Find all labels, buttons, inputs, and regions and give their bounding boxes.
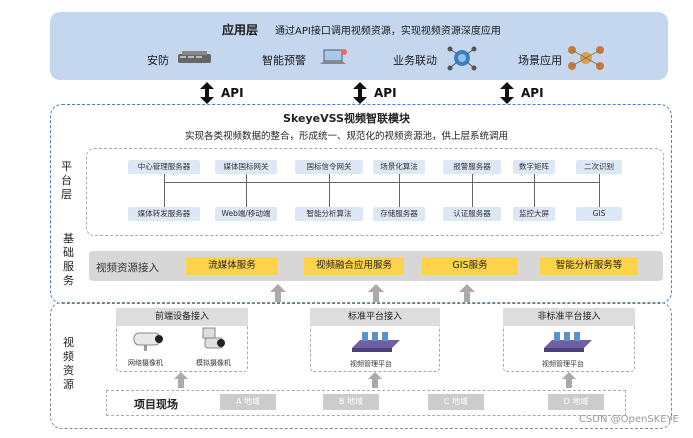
streaming-service: 流媒体服务 <box>186 257 278 275</box>
application-layer-description: 通过API接口调用视频资源，实现视频资源深度应用 <box>275 26 501 37</box>
video-fusion-service: 视频融合应用服务 <box>304 257 404 275</box>
video-platform-icon <box>352 332 400 352</box>
network-camera-label: 网络摄像机 <box>128 359 163 367</box>
platform-node-bottom: 智能分析算法 <box>295 207 363 221</box>
up-arrow-icon <box>459 284 475 302</box>
platform-connector-line <box>246 174 247 207</box>
platform-node-bottom: 监控大屏 <box>513 207 555 221</box>
video-resource-frame <box>50 302 672 429</box>
api-arrow-icon <box>500 82 514 104</box>
region-b: B 地域 <box>323 394 379 410</box>
region-c: C 地域 <box>428 394 484 410</box>
app-item-linkage: 业务联动 <box>393 54 437 67</box>
api-arrow-icon <box>200 82 214 104</box>
nonstandard-platform-title: 非标准平台接入 <box>503 308 635 326</box>
security-device-icon <box>178 51 211 63</box>
analog-camera-label: 模拟摄像机 <box>196 359 231 367</box>
alert-laptop-icon <box>320 49 347 64</box>
linkage-globe-icon <box>447 46 477 71</box>
application-layer <box>50 12 668 80</box>
region-d: D 地域 <box>548 394 604 410</box>
platform-bus-line <box>164 182 600 183</box>
watermark: CSDN @OpenSKEYE <box>578 414 679 425</box>
vss-module-description: 实现各类视频数据的整合，形成统一、规范化的视频资源池，供上层系统调用 <box>184 131 508 142</box>
vss-module-title: SkeyeVSS视频智联模块 <box>283 112 410 125</box>
platform-node-bottom: 存储服务器 <box>373 207 425 221</box>
platform-connector-line <box>472 174 473 207</box>
api-label: API <box>374 86 397 100</box>
api-label: API <box>521 86 544 100</box>
platform-connector-line <box>534 174 535 207</box>
up-arrow-icon <box>562 372 576 388</box>
vss-module-frame <box>50 104 672 304</box>
api-arrow-icon <box>353 82 367 104</box>
api-label: API <box>221 86 244 100</box>
analog-camera-icon <box>202 327 225 349</box>
up-arrow-icon <box>368 372 382 388</box>
app-item-scenario: 场景应用 <box>518 54 562 67</box>
platform-connector-line <box>399 174 400 207</box>
platform-node-top: 二次识别 <box>576 160 622 174</box>
platform-node-top: 媒体国标网关 <box>215 160 277 174</box>
app-item-security: 安防 <box>147 54 169 67</box>
video-resource-access-label: 视频资源接入 <box>96 262 159 274</box>
smart-analysis-service: 智能分析服务等 <box>540 257 638 275</box>
video-platform-icon <box>544 332 592 352</box>
base-service-label: 基础服务 <box>63 232 74 287</box>
up-arrow-icon <box>368 284 384 302</box>
platform-node-top: 数字矩阵 <box>513 160 555 174</box>
platform-layer-frame <box>86 148 664 236</box>
platform-node-top: 场景化算法 <box>373 160 425 174</box>
platform-connector-line <box>599 174 600 207</box>
up-arrow-icon <box>270 284 286 302</box>
standard-platform-title: 标准平台接入 <box>310 308 440 326</box>
region-a: A 地域 <box>220 394 276 410</box>
standard-platform-device: 视频管理平台 <box>350 360 392 368</box>
app-item-alert: 智能预警 <box>262 54 306 67</box>
platform-node-top: 报警服务器 <box>443 160 501 174</box>
project-site-label: 项目现场 <box>134 398 178 411</box>
front-device-title: 前端设备接入 <box>116 308 248 326</box>
up-arrow-icon <box>174 372 188 388</box>
platform-node-bottom: GIS <box>576 207 622 221</box>
scenario-network-icon <box>568 46 604 70</box>
platform-connector-line <box>164 174 165 207</box>
platform-layer-label: 平台层 <box>61 160 72 201</box>
platform-node-bottom: 认证服务器 <box>443 207 501 221</box>
platform-connector-line <box>329 174 330 207</box>
platform-node-top: 中心管理服务器 <box>128 160 200 174</box>
platform-node-bottom: Web端/移动端 <box>215 207 277 221</box>
project-site-frame <box>106 390 626 416</box>
platform-node-top: 国标信令网关 <box>295 160 363 174</box>
application-layer-title: 应用层 <box>222 23 259 37</box>
video-resource-label: 视频资源 <box>63 336 74 391</box>
gis-service: GIS服务 <box>422 257 518 275</box>
nonstandard-platform-device: 视频管理平台 <box>542 360 584 368</box>
platform-node-bottom: 媒体转发服务器 <box>128 207 200 221</box>
network-camera-icon <box>133 332 163 351</box>
